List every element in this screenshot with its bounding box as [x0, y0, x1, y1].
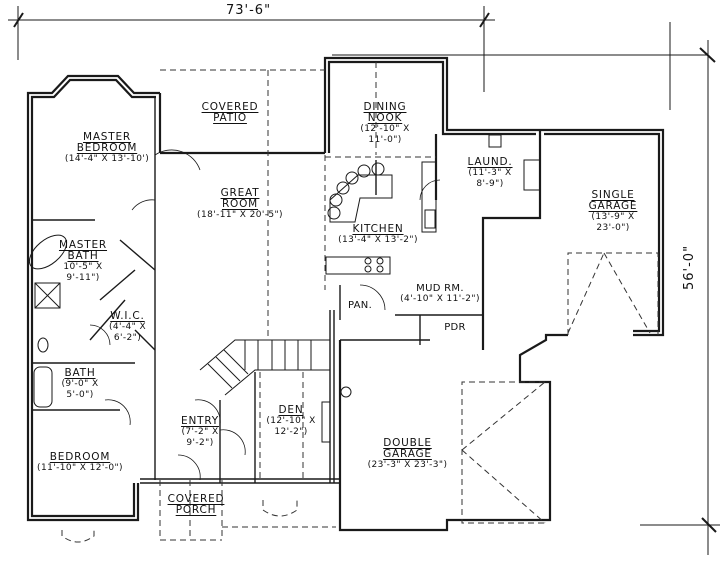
room-name: ROOM [221, 198, 259, 210]
room-dimensions: (11'-10" X 12'-0") [37, 463, 123, 473]
kitchen-sink-icon [424, 209, 436, 229]
room-dimensions: 6'-2") [113, 333, 142, 343]
interior-walls [32, 97, 483, 484]
room-great-room: GREAT ROOM (18'-11" X 20'-5") [180, 188, 300, 221]
room-name: COVERED [167, 493, 225, 505]
bathtub-icon [28, 234, 68, 270]
room-dimensions: 12'-2") [274, 427, 308, 437]
room-dimensions: (23'-3" X 23'-3") [367, 460, 448, 470]
room-name: MUD RM. [416, 283, 464, 294]
ceiling-and-overhead-dashed-lines [61, 62, 659, 543]
laundry-tub-icon [488, 134, 502, 148]
kitchen-island [327, 162, 393, 223]
overall-width-dimension-line [8, 6, 716, 92]
room-covered-porch: COVERED PORCH [158, 494, 234, 516]
room-pantry: PAN. [342, 300, 378, 311]
room-name: BATH [67, 250, 99, 262]
room-name: ENTRY [181, 415, 219, 427]
room-name: BEDROOM [76, 142, 138, 154]
room-name: GARAGE [383, 448, 432, 460]
room-den: DEN (12'-10" X 12'-2") [256, 405, 326, 438]
room-dimensions: (9'-0" X [61, 379, 99, 389]
room-name: PATIO [213, 112, 247, 124]
laundry-sink-icon [523, 159, 541, 191]
fireplace-icon [321, 401, 331, 443]
room-dimensions: 5'-0") [66, 390, 94, 400]
room-dimensions: 10'-5" X [63, 262, 103, 272]
room-name: GARAGE [588, 200, 638, 212]
room-master-bedroom: MASTER BEDROOM (14'-4" X 13'-10') [52, 132, 162, 165]
room-dimensions: (18'-11" X 20'-5") [197, 210, 283, 220]
room-dimensions: 23'-0") [596, 223, 630, 233]
overall-width-label: 73'-6" [226, 3, 272, 18]
room-name: MASTER [82, 131, 132, 143]
room-name: PORCH [175, 504, 217, 516]
staircase [199, 339, 331, 396]
room-name: NOOK [367, 112, 403, 124]
room-entry: ENTRY (7'-2" X 9'-2") [172, 416, 228, 449]
room-dimensions: (4'-4" X [108, 322, 147, 332]
range-counter [325, 256, 391, 275]
room-dimensions: 9'-2") [186, 438, 214, 448]
room-bath: BATH (9'-0" X 5'-0") [50, 368, 110, 401]
room-dimensions: (12'-10" X [360, 124, 410, 134]
room-single-garage: SINGLE GARAGE (13'-9" X 23'-0") [578, 190, 648, 234]
room-name: PDR [444, 322, 466, 333]
room-dimensions: 9'-11") [66, 273, 100, 283]
fixtures [28, 134, 541, 443]
toilet-icon [37, 337, 49, 353]
room-name: BATH [64, 367, 96, 379]
room-name: LAUND. [467, 156, 513, 168]
room-name: BEDROOM [49, 451, 111, 463]
room-dimensions: (13'-9" X [591, 212, 635, 222]
room-dimensions: (7'-2" X [181, 427, 219, 437]
room-dimensions: (4'-10" X 11'-2") [400, 294, 480, 304]
room-name: COVERED [201, 101, 259, 113]
bath-tub-icon [33, 366, 53, 408]
room-dimensions: 8'-9") [476, 179, 504, 189]
room-walk-in-closet: W.I.C. (4'-4" X 6'-2") [100, 311, 155, 344]
room-powder: PDR [440, 322, 470, 333]
kitchen-counter [421, 161, 437, 233]
room-name: DEN [278, 404, 304, 416]
room-name: MASTER [58, 239, 108, 251]
room-dimensions: 11'-0") [368, 135, 402, 145]
room-dimensions: (13'-4" X 13'-2") [338, 235, 418, 245]
room-bedroom: BEDROOM (11'-10" X 12'-0") [30, 452, 130, 474]
room-laundry: LAUND. (11'-3" X 8'-9") [460, 157, 520, 190]
room-name: SINGLE [591, 189, 635, 201]
room-name: KITCHEN [352, 223, 404, 235]
room-covered-patio: COVERED PATIO [195, 102, 265, 124]
room-name: DOUBLE [383, 437, 432, 449]
room-dimensions: (14'-4" X 13'-10') [64, 154, 150, 164]
room-name: W.I.C. [110, 310, 145, 322]
room-name: GREAT [220, 187, 260, 199]
overall-depth-dimension-line [640, 22, 720, 555]
shower-icon [34, 282, 61, 309]
room-kitchen: KITCHEN (13'-4" X 13'-2") [328, 224, 428, 246]
room-double-garage: DOUBLE GARAGE (23'-3" X 23'-3") [350, 438, 465, 471]
room-dimensions: (12'-10" X [266, 416, 316, 426]
door-swings [89, 149, 441, 481]
room-master-bath: MASTER BATH 10'-5" X 9'-11") [48, 240, 118, 284]
overall-depth-label: 56'-0" [682, 244, 697, 290]
room-dimensions: (11'-3" X [468, 168, 512, 178]
room-name: PAN. [347, 300, 373, 311]
room-mud-room: MUD RM. (4'-10" X 11'-2") [390, 283, 490, 305]
room-name: DINING [363, 101, 407, 113]
room-dining-nook: DINING NOOK (12'-10" X 11'-0") [350, 102, 420, 146]
